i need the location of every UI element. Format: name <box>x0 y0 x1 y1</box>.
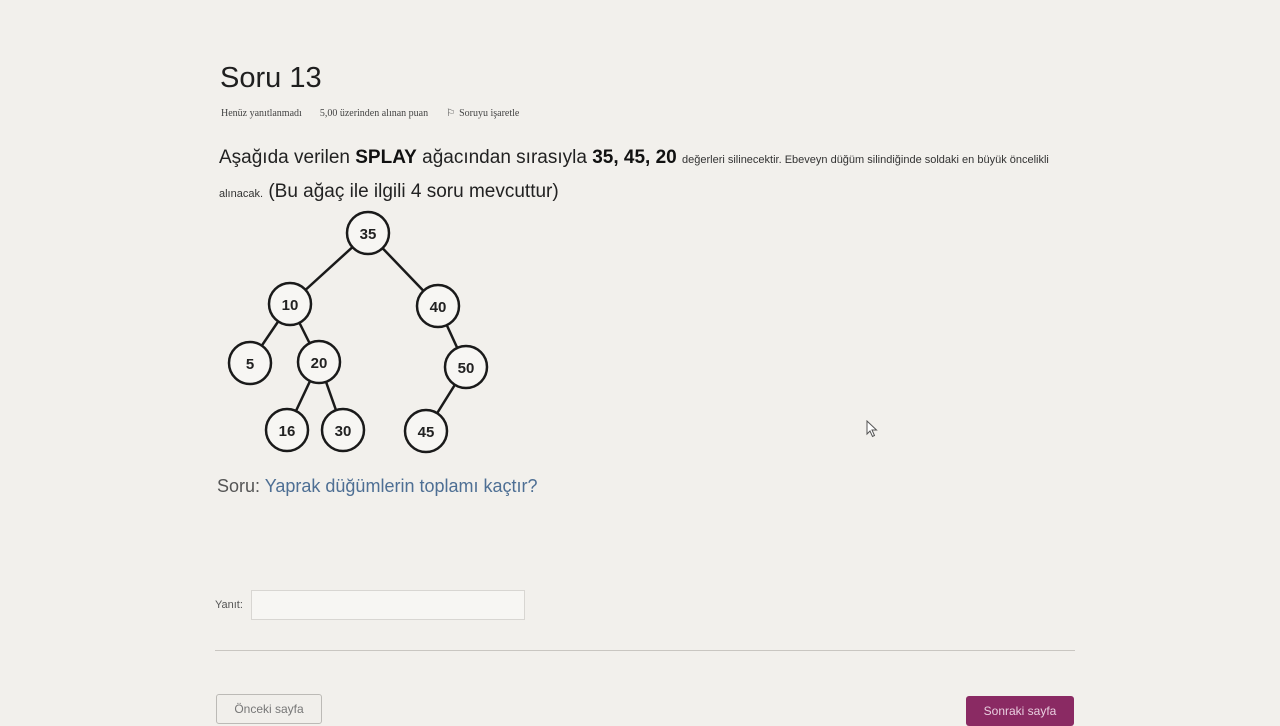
tree-node-label: 50 <box>458 360 475 377</box>
tree-node-10: 10 <box>267 281 313 327</box>
question-title: Soru 13 <box>220 62 322 94</box>
tree-node-circle <box>415 283 461 329</box>
tree-node-16: 16 <box>264 407 310 453</box>
tree-node-circle <box>403 408 449 454</box>
prompt-text: Yaprak düğümlerin toplamı kaçtır? <box>260 476 538 496</box>
prompt-label: Soru: <box>217 476 261 496</box>
mouse-pointer-icon <box>866 420 878 438</box>
tree-edges <box>248 232 468 432</box>
flag-icon: ⚐ <box>446 108 456 119</box>
tree-node-circle <box>227 340 273 386</box>
tree-node-label: 45 <box>418 424 435 441</box>
answer-label: Yanıt: <box>215 599 243 611</box>
tree-node-circle <box>264 407 310 453</box>
question-info: Henüz yanıtlanmadı 5,00 üzerinden alınan… <box>221 108 519 119</box>
question-text-part1: Aşağıda verilen <box>219 147 356 168</box>
question-text-part2: ağacından sırasıyla <box>416 147 593 168</box>
tree-node-label: 30 <box>335 423 352 440</box>
tree-node-label: 16 <box>279 423 296 440</box>
tree-node-30: 30 <box>320 407 366 453</box>
tree-node-label: 10 <box>282 297 299 314</box>
question-text: Aşağıda verilen SPLAY ağacından sırasıyl… <box>219 142 1079 210</box>
flag-question-link[interactable]: ⚐ Soruyu işaretle <box>446 108 519 119</box>
tree-node-20: 20 <box>296 339 342 385</box>
question-points: 5,00 üzerinden alınan puan <box>319 108 429 119</box>
splay-tree-diagram: 35 10 40 5 20 50 16 30 45 <box>227 210 489 454</box>
question-text-values: 35, 45, 20 <box>592 147 677 168</box>
question-text-note: (Bu ağaç ile ilgili 4 soru mevcuttur) <box>268 181 559 202</box>
divider <box>215 650 1075 651</box>
question-status: Henüz yanıtlanmadı <box>221 108 302 119</box>
tree-node-label: 35 <box>360 226 377 243</box>
tree-node-5: 5 <box>227 340 273 386</box>
question-prompt: Soru: Yaprak düğümlerin toplamı kaçtır? <box>217 476 538 497</box>
question-text-splay: SPLAY <box>355 147 417 168</box>
tree-node-circle <box>443 344 489 390</box>
tree-node-circle <box>296 339 342 385</box>
tree-node-label: 5 <box>246 356 254 373</box>
tree-node-circle <box>320 407 366 453</box>
tree-node-label: 40 <box>430 299 447 316</box>
flag-question-label: Soruyu işaretle <box>459 108 520 119</box>
tree-nodes: 35 10 40 5 20 50 16 30 45 <box>227 210 489 454</box>
tree-node-label: 20 <box>311 355 328 372</box>
next-page-button[interactable]: Sonraki sayfa <box>966 696 1074 726</box>
tree-node-circle <box>267 281 313 327</box>
tree-node-40: 40 <box>415 283 461 329</box>
question-text-rule: değerleri silinecektir. Ebeveyn düğüm si… <box>219 154 1049 200</box>
tree-node-50: 50 <box>443 344 489 390</box>
answer-input[interactable] <box>250 590 525 620</box>
tree-node-circle <box>345 210 391 256</box>
tree-node-45: 45 <box>403 408 449 454</box>
answer-row: Yanıt: <box>215 590 525 620</box>
tree-node-35: 35 <box>345 210 391 256</box>
